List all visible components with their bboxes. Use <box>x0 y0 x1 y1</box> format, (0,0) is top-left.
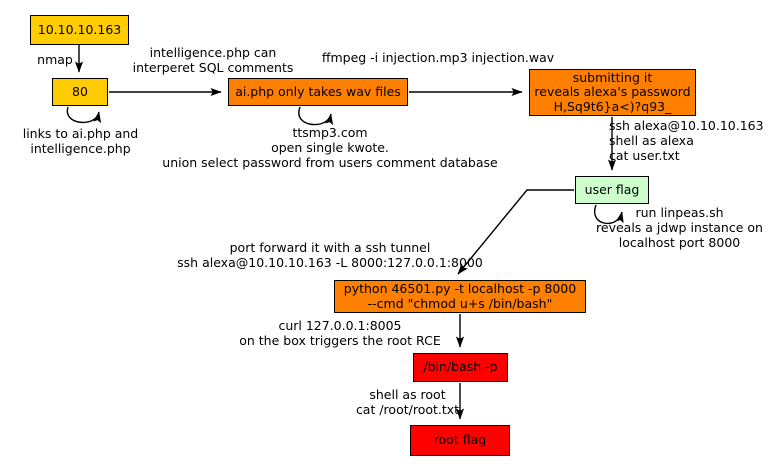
note-ssh-alexa: ssh alexa@10.10.10.163 shell as alexa ca… <box>609 118 764 163</box>
node-user-flag-label: user flag <box>584 181 640 197</box>
note-port-forward: port forward it with a ssh tunnel ssh al… <box>177 240 483 270</box>
note-nmap: nmap <box>37 52 73 67</box>
note-ttsmp3-sqli: ttsmp3.com open single kwote. union sele… <box>162 125 498 170</box>
note-ffmpeg-command: ffmpeg -i injection.mp3 injection.wav <box>321 50 555 65</box>
node-submitting-password[interactable]: submitting it reveals alexa's password H… <box>529 69 696 116</box>
note-shell-as-root: shell as root cat /root/root.txt <box>355 387 460 417</box>
node-binbash-label: /bin/bash -p <box>423 359 498 375</box>
node-binbash[interactable]: /bin/bash -p <box>413 353 508 382</box>
node-root-flag[interactable]: root flag <box>410 425 510 456</box>
node-root-flag-label: root flag <box>433 432 487 448</box>
node-port-80[interactable]: 80 <box>52 78 108 106</box>
node-submitting-password-label: submitting it reveals alexa's password H… <box>534 69 691 114</box>
note-curl-root-rce: curl 127.0.0.1:8005 on the box triggers … <box>239 318 441 348</box>
note-links-to-pages: links to ai.php and intelligence.php <box>22 126 139 156</box>
note-intelligence-php: intelligence.php can interperet SQL comm… <box>132 45 294 75</box>
edge-aiphp-self-loop <box>298 106 334 126</box>
node-aiphp-label: ai.php only takes wav files <box>235 83 401 99</box>
node-aiphp[interactable]: ai.php only takes wav files <box>228 78 408 106</box>
node-port-80-label: 80 <box>72 83 88 99</box>
node-python-exploit-label: python 46501.py -t localhost -p 8000 --c… <box>343 281 577 311</box>
node-host[interactable]: 10.10.10.163 <box>30 15 129 45</box>
node-user-flag[interactable]: user flag <box>575 176 649 204</box>
node-host-label: 10.10.10.163 <box>37 21 122 37</box>
note-linpeas-jdwp: run linpeas.sh reveals a jdwp instance o… <box>596 205 763 250</box>
node-python-exploit[interactable]: python 46501.py -t localhost -p 8000 --c… <box>334 280 586 313</box>
edge-80-self-loop <box>66 106 102 124</box>
